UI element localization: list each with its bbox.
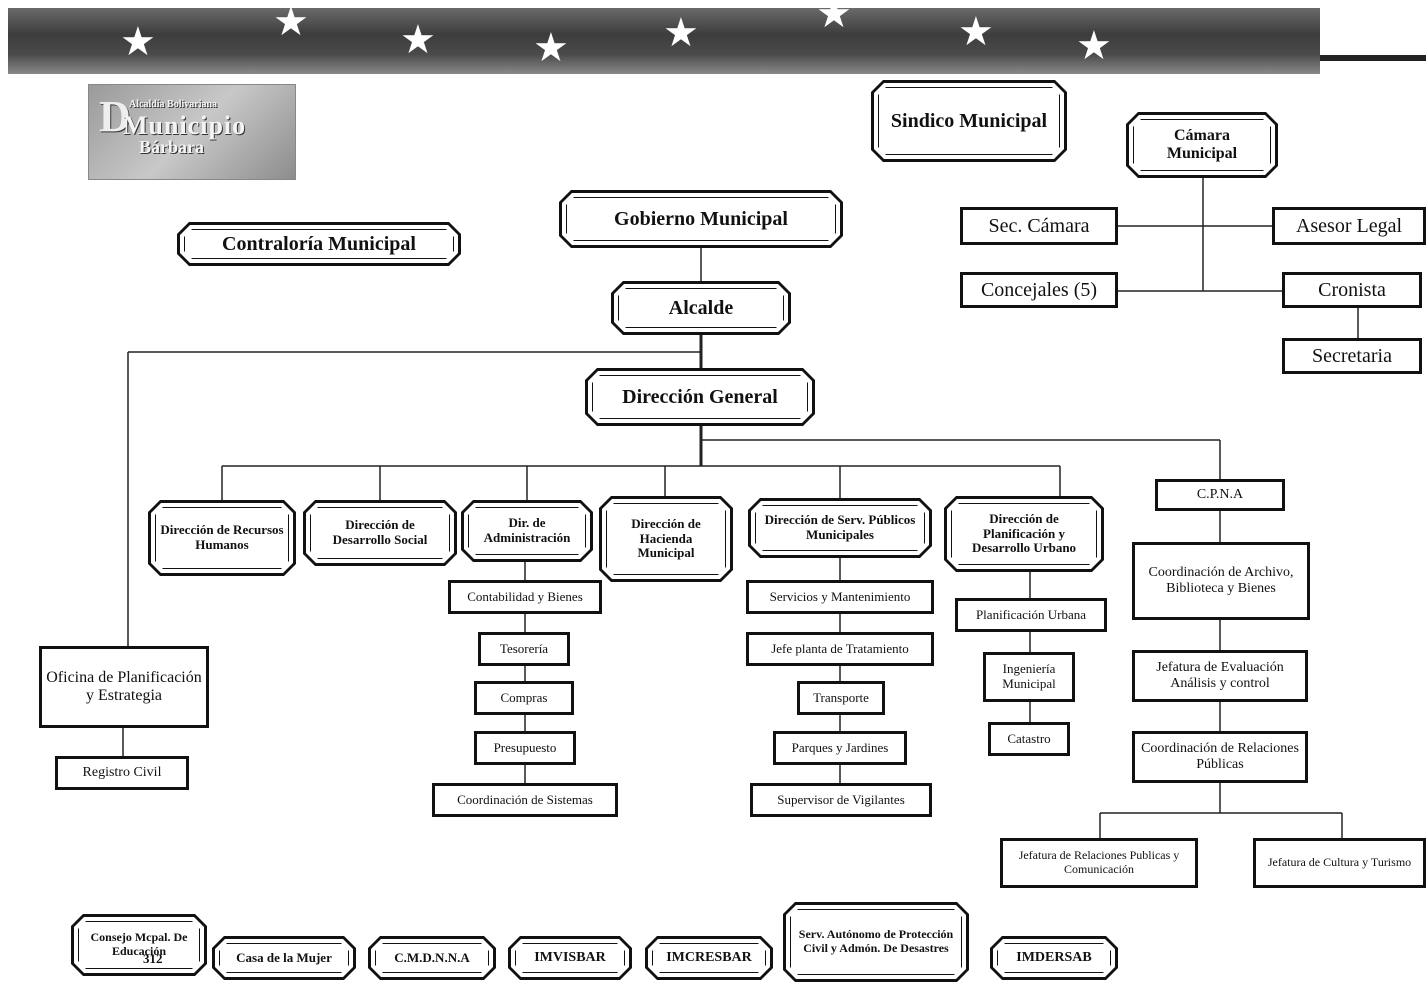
page-number: 312 bbox=[143, 951, 163, 966]
node-sistemas: Coordinación de Sistemas bbox=[432, 783, 618, 817]
star-icon: ★ bbox=[533, 25, 569, 71]
node-camara: Cámara Municipal bbox=[1126, 112, 1278, 178]
star-icon: ★ bbox=[958, 9, 994, 55]
star-icon: ★ bbox=[1076, 23, 1112, 69]
node-plan-urbana: Planificación Urbana bbox=[955, 598, 1107, 632]
node-gobierno-label: Gobierno Municipal bbox=[566, 197, 836, 241]
node-planificacion: Dirección de Planificación y Desarrollo … bbox=[944, 496, 1104, 572]
node-cmdnna: C.M.D.N.N.A bbox=[368, 936, 496, 980]
logo-initial: D bbox=[99, 92, 131, 141]
node-parques: Parques y Jardines bbox=[773, 731, 907, 765]
node-secretaria: Secretaria bbox=[1282, 338, 1422, 374]
node-cronista: Cronista bbox=[1282, 272, 1422, 308]
node-imdersab-label: IMDERSAB bbox=[997, 943, 1111, 973]
node-casa-mujer: Casa de la Mujer bbox=[212, 936, 356, 980]
node-servicios-publicos: Dirección de Serv. Públicos Municipales bbox=[748, 498, 932, 558]
node-rrhh: Dirección de Recursos Humanos bbox=[148, 500, 296, 576]
star-icon: ★ bbox=[273, 8, 309, 45]
node-casa-mujer-label: Casa de la Mujer bbox=[219, 943, 349, 973]
node-alcalde: Alcalde bbox=[611, 281, 791, 335]
header-banner: ★ ★ ★ ★ ★ ★ ★ ★ bbox=[8, 8, 1320, 74]
node-proteccion-label: Serv. Autónomo de Protección Civil y Adm… bbox=[790, 909, 962, 975]
node-vigilantes: Supervisor de Vigilantes bbox=[750, 783, 932, 817]
node-hacienda-label: Dirección de Hacienda Municipal bbox=[606, 503, 726, 575]
node-consejo-educacion: Consejo Mcpal. De Educación bbox=[71, 914, 207, 976]
logo-line3: Bárbara bbox=[139, 137, 204, 157]
node-registro-civil: Registro Civil bbox=[55, 756, 189, 790]
node-cpna: C.P.N.A bbox=[1155, 479, 1285, 511]
node-direccion-general: Dirección General bbox=[585, 368, 815, 426]
node-imdersab: IMDERSAB bbox=[990, 936, 1118, 980]
node-imvisbar: IMVISBAR bbox=[508, 936, 632, 980]
logo-line2: Municipio bbox=[123, 111, 247, 140]
node-sindico-label: Sindico Municipal bbox=[878, 87, 1060, 155]
node-gobierno: Gobierno Municipal bbox=[559, 190, 843, 248]
node-contraloria: Contraloría Municipal bbox=[177, 222, 461, 266]
node-contraloria-label: Contraloría Municipal bbox=[184, 229, 454, 259]
star-icon: ★ bbox=[816, 8, 852, 37]
node-compras: Compras bbox=[474, 681, 574, 715]
node-proteccion-civil: Serv. Autónomo de Protección Civil y Adm… bbox=[783, 902, 969, 982]
node-evaluacion: Jefatura de Evaluación Análisis y contro… bbox=[1132, 650, 1308, 702]
node-cmdnna-label: C.M.D.N.N.A bbox=[375, 943, 489, 973]
municipal-logo: D Alcaldía Bolivariana Municipio Bárbara bbox=[88, 84, 296, 180]
node-archivo: Coordinación de Archivo, Biblioteca y Bi… bbox=[1132, 542, 1310, 620]
node-servicios-publicos-label: Dirección de Serv. Públicos Municipales bbox=[755, 505, 925, 551]
logo-line1: Alcaldía Bolivariana bbox=[129, 99, 218, 110]
star-icon: ★ bbox=[663, 10, 699, 56]
node-administracion-label: Dir. de Administración bbox=[468, 507, 586, 555]
node-direccion-general-label: Dirección General bbox=[592, 375, 808, 419]
node-consejo-label: Consejo Mcpal. De Educación bbox=[78, 921, 200, 969]
node-alcalde-label: Alcalde bbox=[618, 288, 784, 328]
node-desarrollo-social: Dirección de Desarrollo Social bbox=[303, 500, 457, 566]
node-concejales: Concejales (5) bbox=[960, 272, 1118, 308]
node-asesor-legal: Asesor Legal bbox=[1272, 207, 1426, 245]
node-desarrollo-social-label: Dirección de Desarrollo Social bbox=[310, 507, 450, 559]
node-relaciones: Coordinación de Relaciones Públicas bbox=[1132, 731, 1308, 783]
node-ingenieria: Ingeniería Municipal bbox=[983, 652, 1075, 702]
node-rrhh-label: Dirección de Recursos Humanos bbox=[155, 507, 289, 569]
banner-rule bbox=[1320, 55, 1426, 61]
node-administracion: Dir. de Administración bbox=[461, 500, 593, 562]
node-transporte: Transporte bbox=[797, 681, 885, 715]
node-catastro: Catastro bbox=[988, 722, 1070, 756]
node-imcresbar-label: IMCRESBAR bbox=[652, 943, 766, 973]
node-jef-cultura: Jefatura de Cultura y Turismo bbox=[1253, 838, 1426, 888]
star-icon: ★ bbox=[120, 19, 156, 65]
node-mantenimiento: Servicios y Mantenimiento bbox=[746, 580, 934, 614]
node-presupuesto: Presupuesto bbox=[474, 731, 576, 765]
node-oficina-planificacion: Oficina de Planificación y Estrategia bbox=[39, 646, 209, 728]
node-jef-relaciones: Jefatura de Relaciones Publicas y Comuni… bbox=[1000, 838, 1198, 888]
node-sec-camara: Sec. Cámara bbox=[960, 207, 1118, 245]
node-contabilidad: Contabilidad y Bienes bbox=[448, 580, 602, 614]
node-imcresbar: IMCRESBAR bbox=[645, 936, 773, 980]
node-imvisbar-label: IMVISBAR bbox=[515, 943, 625, 973]
node-planta: Jefe planta de Tratamiento bbox=[746, 632, 934, 666]
node-hacienda: Dirección de Hacienda Municipal bbox=[599, 496, 733, 582]
node-camara-label: Cámara Municipal bbox=[1133, 119, 1271, 171]
node-planificacion-label: Dirección de Planificación y Desarrollo … bbox=[951, 503, 1097, 565]
star-icon: ★ bbox=[400, 17, 436, 63]
node-tesoreria: Tesorería bbox=[478, 632, 570, 666]
node-sindico: Sindico Municipal bbox=[871, 80, 1067, 162]
